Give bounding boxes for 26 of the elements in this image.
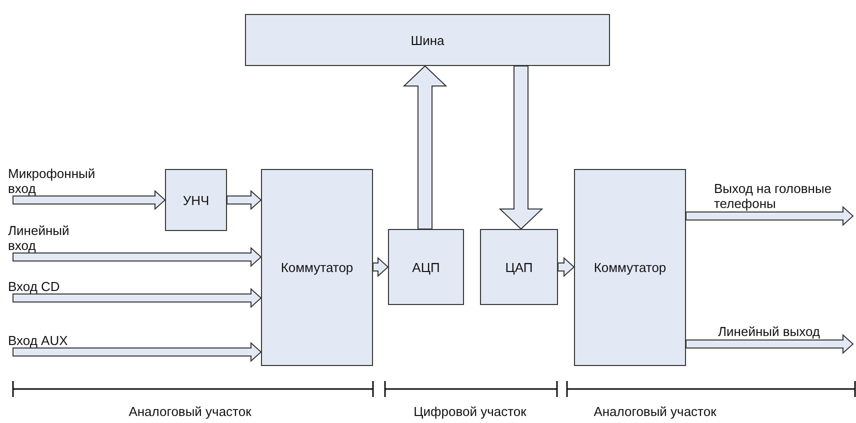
input-label: Вход AUX	[8, 333, 108, 348]
process-block: УНЧ	[165, 169, 227, 231]
process-block: Коммутатор	[574, 169, 686, 366]
block-arrow	[686, 334, 854, 354]
section-label: Аналоговый участок	[128, 404, 252, 419]
block-arrow	[558, 256, 575, 278]
block-arrow	[686, 206, 854, 226]
section-label: Аналоговый участок	[592, 404, 718, 419]
input-label: Микрофонный вход	[8, 166, 103, 196]
block-arrow	[226, 190, 262, 210]
block-arrow	[402, 65, 448, 230]
process-block: АЦП	[388, 229, 464, 305]
block-arrow	[372, 256, 389, 278]
process-block: Коммутатор	[261, 169, 373, 366]
edge-label: Линейный выход	[718, 324, 821, 339]
block-arrow	[12, 342, 262, 362]
block-arrow	[12, 246, 262, 268]
process-block: ЦАП	[480, 229, 558, 305]
edge-label: Выход на головные телефоны	[714, 181, 833, 211]
block-arrow	[12, 190, 166, 210]
bus-block: Шина	[245, 14, 610, 66]
block-arrow	[12, 288, 262, 308]
input-label: Вход CD	[8, 279, 108, 294]
input-label: Линейный вход	[8, 223, 78, 253]
section-label: Цифровой участок	[412, 404, 528, 419]
block-arrow	[498, 66, 544, 230]
